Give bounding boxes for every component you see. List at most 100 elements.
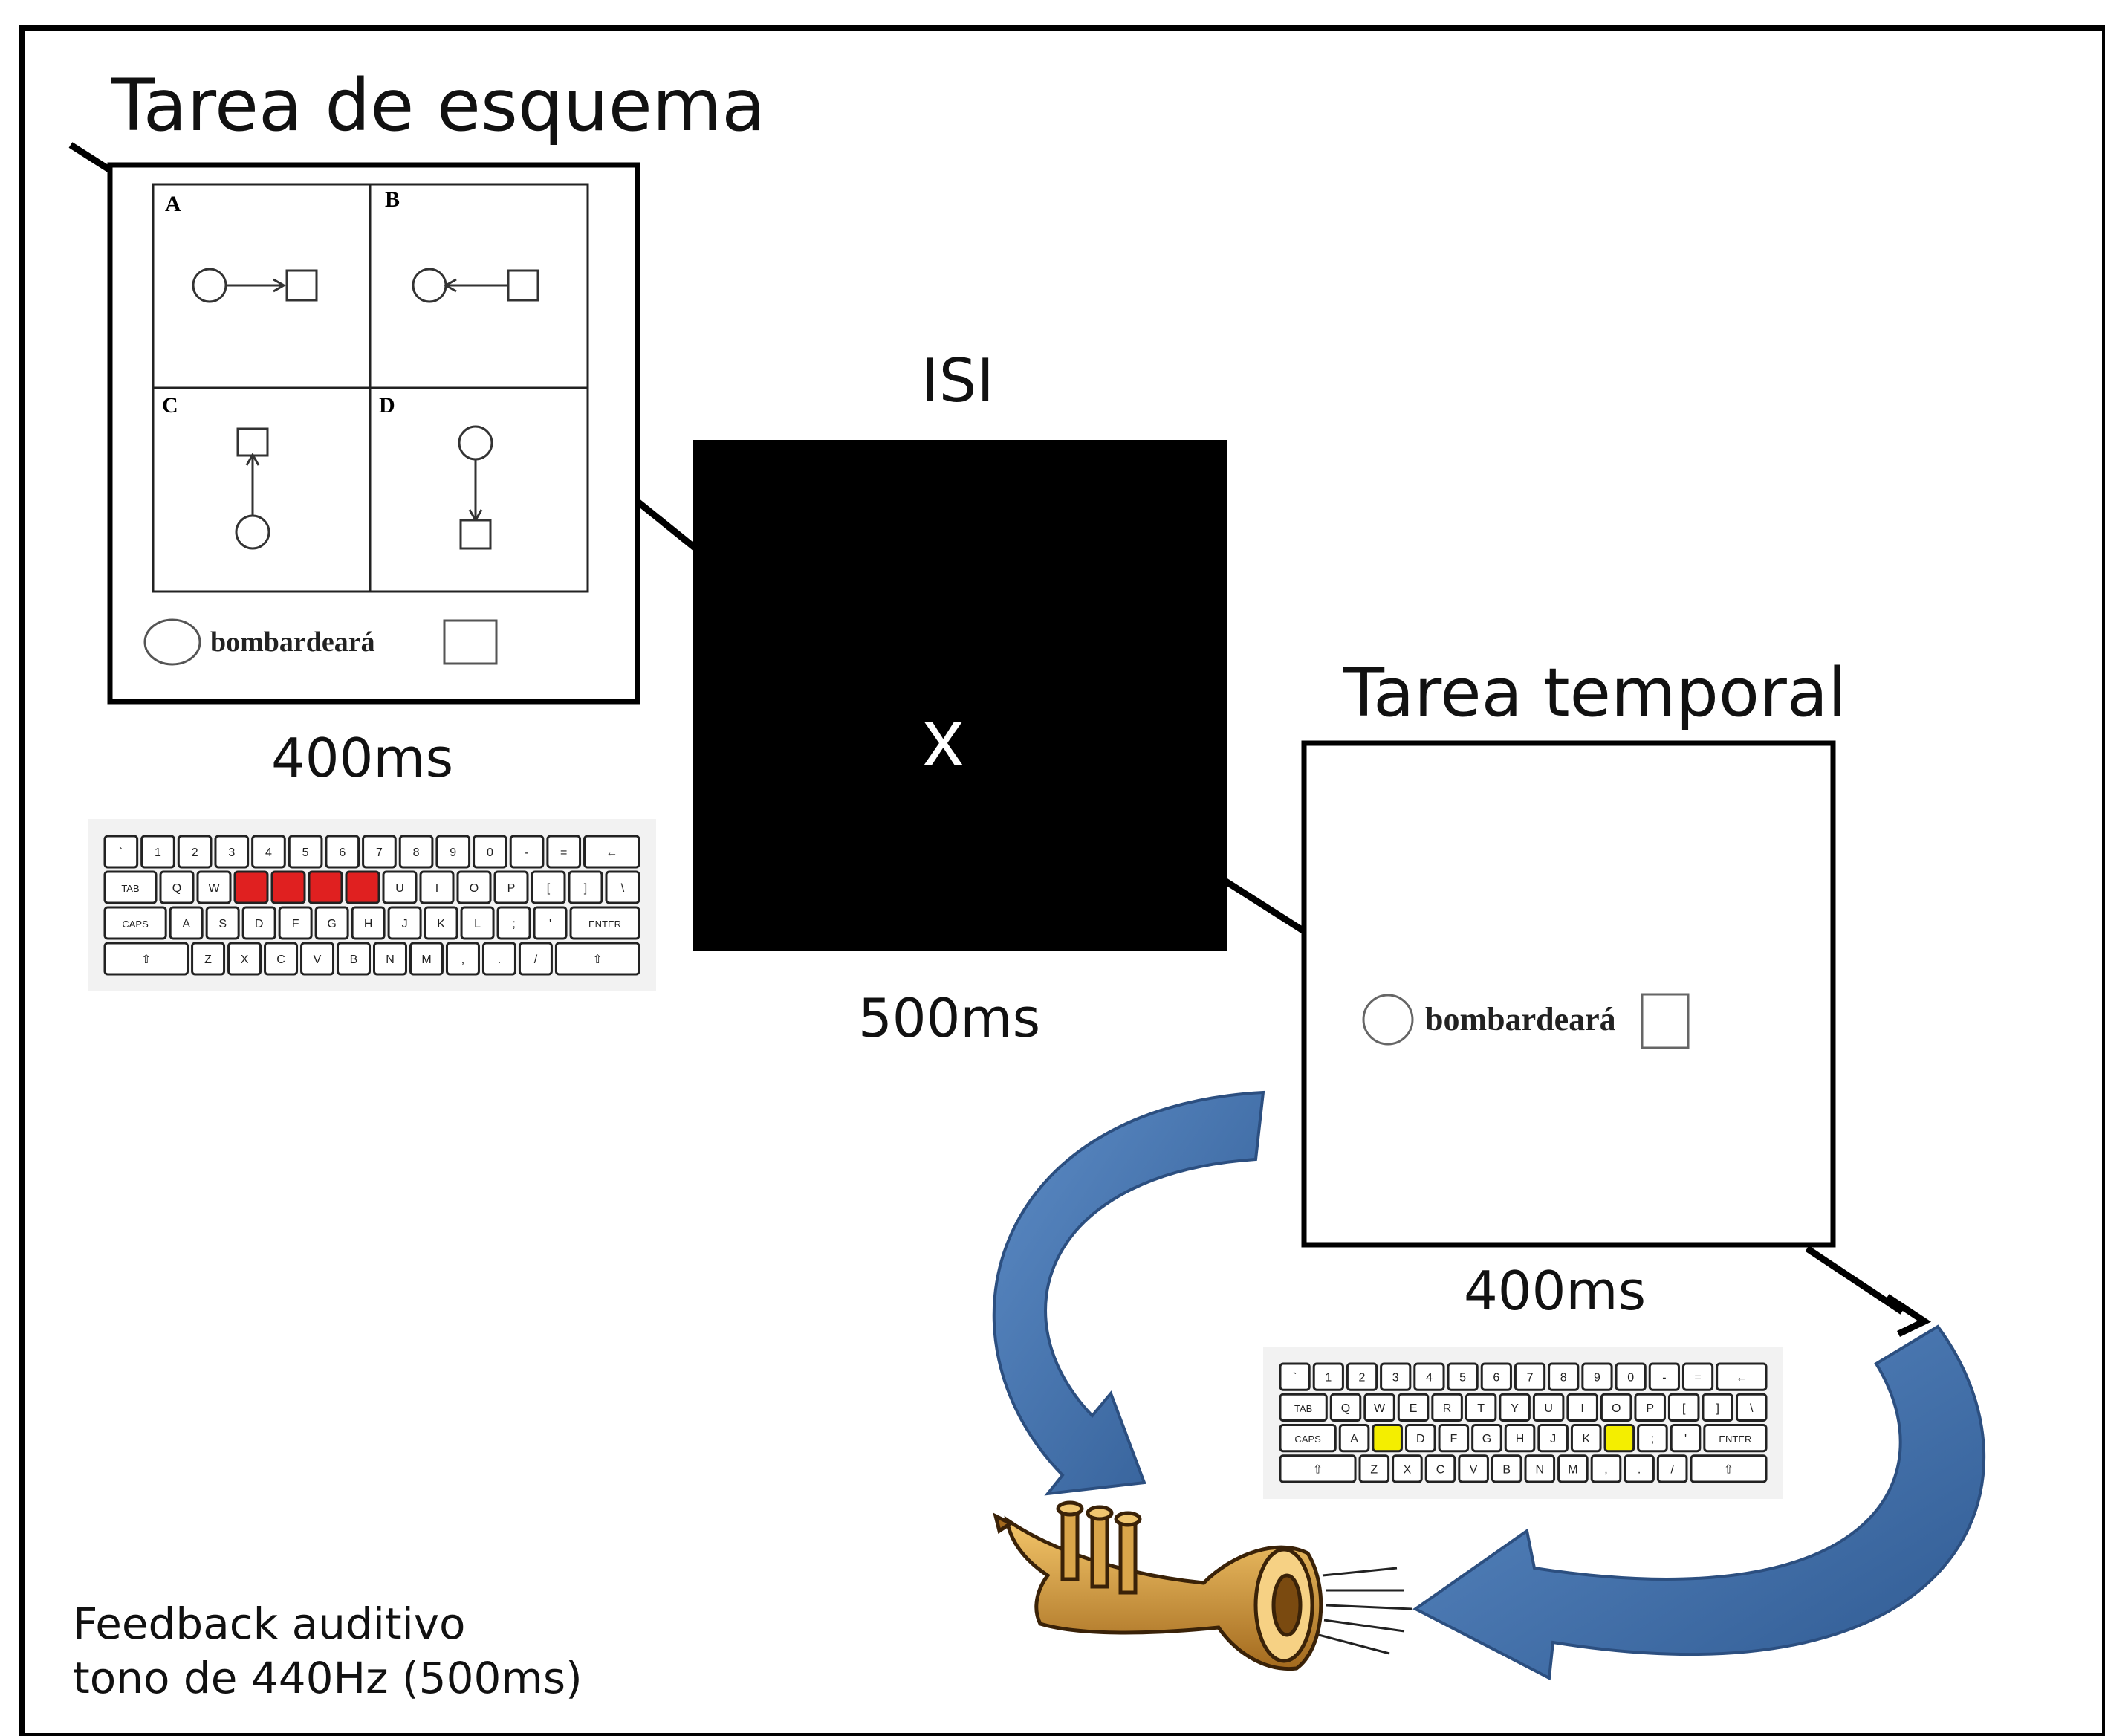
keyboard-key-label: W — [1374, 1402, 1386, 1415]
keyboard-key-label: O — [470, 882, 479, 895]
keyboard-key-label: - — [1662, 1372, 1666, 1384]
isi-screen — [693, 440, 1227, 951]
keyboard-key — [1648, 1362, 1680, 1391]
keyboard-key-label: ← — [1736, 1372, 1748, 1384]
keyboard-key-label: P — [507, 882, 516, 895]
keyboard-key — [1566, 1393, 1598, 1422]
keyboard-key — [1465, 1393, 1497, 1422]
keyboard-key-label: ⇧ — [1724, 1463, 1733, 1476]
keyboard-key — [569, 906, 640, 940]
keyboard-key — [233, 870, 269, 904]
keyboard-key — [1716, 1362, 1768, 1391]
keyboard-key — [398, 835, 434, 869]
keyboard-key-label: R — [1443, 1402, 1452, 1415]
keyboard-key — [531, 870, 566, 904]
keyboard-key — [1514, 1362, 1546, 1391]
keyboard-key — [1532, 1393, 1565, 1422]
keyboard-key — [1279, 1424, 1337, 1453]
temporal-word: bombardeará — [1425, 1001, 1616, 1037]
keyboard-key — [169, 906, 204, 940]
keyboard-key — [382, 870, 418, 904]
keyboard-key — [1279, 1362, 1311, 1391]
keyboard-key — [251, 835, 286, 869]
keyboard-key-label: . — [1638, 1463, 1641, 1476]
keyboard-key-label: 2 — [1359, 1372, 1366, 1384]
keyboard-key-label: 8 — [1560, 1372, 1567, 1384]
keyboard-key-label: ` — [119, 846, 123, 859]
feedback-caption: Feedback auditivo tono de 440Hz (500ms) — [73, 1599, 583, 1703]
keyboard-key — [1702, 1393, 1733, 1422]
keyboard-key-label: ⇧ — [593, 953, 603, 966]
keyboard-key-label: / — [534, 953, 538, 966]
schema-word: bombardeará — [210, 626, 375, 658]
schema-screen — [107, 162, 640, 705]
keyboard-key — [481, 942, 516, 976]
keyboard-key — [351, 906, 386, 940]
keyboard-key — [1524, 1454, 1556, 1483]
isi-panel: ISI x 500ms — [693, 346, 1227, 1049]
keyboard-key — [1735, 1393, 1768, 1422]
keyboard-key-label: W — [208, 882, 220, 895]
keyboard-key — [1397, 1393, 1430, 1422]
keyboard-key-label: 6 — [339, 846, 346, 859]
keyboard-key — [103, 835, 139, 869]
keyboard-key-label: 1 — [1325, 1372, 1332, 1384]
keyboard-key — [496, 906, 531, 940]
keyboard-key-label: D — [255, 918, 264, 930]
keyboard-key-label: TAB — [121, 883, 139, 894]
keyboard-key-label: B — [350, 953, 358, 966]
schema-duration: 400ms — [271, 727, 453, 789]
keyboard-key-label: Q — [1341, 1402, 1350, 1415]
keyboard-key — [177, 835, 213, 869]
keyboard-key-label: TAB — [1294, 1403, 1312, 1414]
keyboard-key-label: ` — [1293, 1372, 1297, 1384]
keyboard-key-label: I — [435, 882, 438, 895]
keyboard-key-label: M — [421, 953, 431, 966]
keyboard-key-label: Y — [1511, 1402, 1519, 1415]
temporal-task-panel: Tarea temporal bombardeará 400ms — [1301, 654, 1846, 1322]
keyboard-key-label: M — [1568, 1463, 1577, 1476]
keyboard-key — [214, 835, 250, 869]
keyboard-key-label: Z — [1370, 1463, 1378, 1476]
keyboard-key — [1404, 1424, 1436, 1453]
temporal-task-title: Tarea temporal — [1343, 654, 1846, 732]
quadrant-label-b: B — [385, 187, 400, 212]
keyboard-key-label: F — [292, 918, 299, 930]
keyboard-key — [300, 942, 335, 976]
keyboard-key — [159, 870, 195, 904]
keyboard-key-label: K — [437, 918, 445, 930]
keyboard-key — [1603, 1424, 1635, 1453]
keyboard-key — [191, 942, 226, 976]
keyboard-key-label: G — [1482, 1433, 1491, 1445]
keyboard-key — [1615, 1362, 1647, 1391]
keyboard-key — [1358, 1454, 1390, 1483]
keyboard-key — [270, 870, 306, 904]
keyboard-key — [1557, 1454, 1589, 1483]
keyboard-key — [1372, 1424, 1403, 1453]
keyboard-key-label: [ — [1682, 1402, 1686, 1415]
keyboard-key — [1637, 1424, 1668, 1453]
keyboard-key — [241, 906, 276, 940]
keyboard-key-label: X — [1404, 1463, 1412, 1476]
keyboard-key-label: \ — [1750, 1402, 1754, 1415]
keyboard-key — [1581, 1362, 1613, 1391]
quadrant-label-d: D — [379, 393, 395, 418]
keyboard-key — [460, 906, 495, 940]
keyboard-key-label: ] — [584, 882, 587, 895]
keyboard-key-label: 9 — [450, 846, 456, 859]
keyboard-key-label: , — [461, 953, 464, 966]
keyboard-key-label: , — [1604, 1463, 1607, 1476]
keyboard-key-label: = — [560, 846, 567, 859]
schema-d-downward — [458, 425, 493, 550]
keyboard-key — [1346, 1362, 1378, 1391]
keyboard-key — [1338, 1424, 1370, 1453]
keyboard-key-label: T — [1477, 1402, 1485, 1415]
keyboard-key — [103, 870, 158, 904]
keyboard-key — [1329, 1393, 1362, 1422]
keyboard-key-label: 9 — [1594, 1372, 1600, 1384]
square-cue-icon — [443, 619, 498, 665]
keyboard-key-label: CAPS — [122, 919, 149, 930]
curved-arrow-right-icon — [1412, 1324, 1986, 1681]
keyboard-key — [435, 835, 471, 869]
